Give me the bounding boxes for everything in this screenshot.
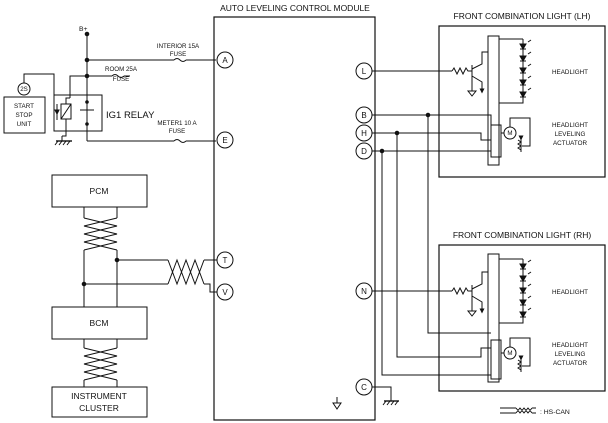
can-twisted-pair-pcm-bcm (83, 207, 118, 307)
pcm-label: PCM (90, 186, 109, 196)
meter-fuse-label-2: FUSE (169, 128, 186, 135)
rh-actuator-label-1: HEADLIGHT (552, 342, 588, 349)
bcm-box (51, 306, 148, 340)
pin-c-label: C (361, 383, 367, 392)
interior-fuse-label: INTERIOR 15A (157, 43, 200, 50)
pin-e-label: E (222, 136, 227, 145)
room-fuse-label-2: FUSE (113, 76, 130, 83)
lh-resistor (451, 66, 472, 76)
room-fuse-symbol (111, 74, 125, 78)
start-stop-label-2: STOP (15, 112, 32, 119)
rh-headlight-label: HEADLIGHT (552, 289, 588, 296)
interior-fuse-label-2: FUSE (170, 51, 187, 58)
pin-b-label: B (361, 111, 366, 120)
start-stop-label-3: UNIT (17, 121, 32, 128)
module-title: AUTO LEVELING CONTROL MODULE (220, 3, 370, 13)
lh-title: FRONT COMBINATION LIGHT (LH) (454, 11, 591, 21)
meter-fuse-label: METER1 10 A (157, 120, 197, 127)
hs-can-legend: : HS-CAN (500, 407, 570, 416)
battery-label: B+ (79, 26, 88, 33)
pin-v-label: V (222, 288, 228, 297)
lh-headlight-label: HEADLIGHT (552, 69, 588, 76)
ig1-relay-label: IG1 RELAY (106, 110, 155, 121)
pin-t-label: T (223, 256, 228, 265)
rh-actuator-label-3: ACTUATOR (553, 360, 588, 367)
cluster-label-2: CLUSTER (79, 403, 119, 413)
pin-n-label: N (361, 287, 367, 296)
meter-fuse-symbol (173, 139, 187, 143)
lh-led-chain (519, 39, 532, 98)
instrument-cluster-box (51, 386, 148, 418)
rh-led-chain (519, 259, 532, 318)
start-stop-badge: 2S (20, 86, 28, 93)
pin-d-label: D (361, 147, 367, 156)
pin-l-label: L (362, 67, 367, 76)
pin-a (216, 51, 234, 69)
lh-actuator-label-1: HEADLIGHT (552, 122, 588, 129)
rh-actuator-label-2: LEVELING (555, 351, 586, 358)
lh-inner-strip (487, 35, 500, 166)
bcm-label: BCM (90, 318, 109, 328)
pin-e (216, 131, 234, 149)
interior-fuse-symbol (173, 58, 187, 62)
rh-inner-strip (487, 253, 500, 383)
cluster-label-1: INSTRUMENT (71, 391, 127, 401)
can-twisted-pair-bcm-cluster (83, 339, 118, 387)
pcm-box (51, 174, 148, 208)
room-fuse-label: ROOM 25A (105, 66, 138, 73)
control-module-box (213, 16, 376, 421)
start-stop-unit-box (3, 96, 46, 134)
rh-light-box (438, 244, 606, 392)
rh-title: FRONT COMBINATION LIGHT (RH) (453, 230, 592, 240)
pin-a-label: A (222, 56, 228, 65)
lh-motor-symbol: M (507, 130, 512, 137)
lh-actuator-label-3: ACTUATOR (553, 140, 588, 147)
can-twisted-pair-module (167, 258, 217, 293)
pin-h-label: H (361, 129, 367, 138)
ig1-relay-box (53, 94, 103, 132)
start-stop-label-1: START (14, 103, 34, 110)
lh-actuator-body (490, 124, 502, 158)
rh-actuator-body (490, 339, 502, 380)
rh-motor-symbol: M (507, 350, 512, 357)
hs-can-legend-label: : HS-CAN (540, 409, 570, 416)
rh-resistor (451, 286, 472, 296)
lh-actuator-label-2: LEVELING (555, 131, 586, 138)
lh-light-box (438, 25, 606, 178)
